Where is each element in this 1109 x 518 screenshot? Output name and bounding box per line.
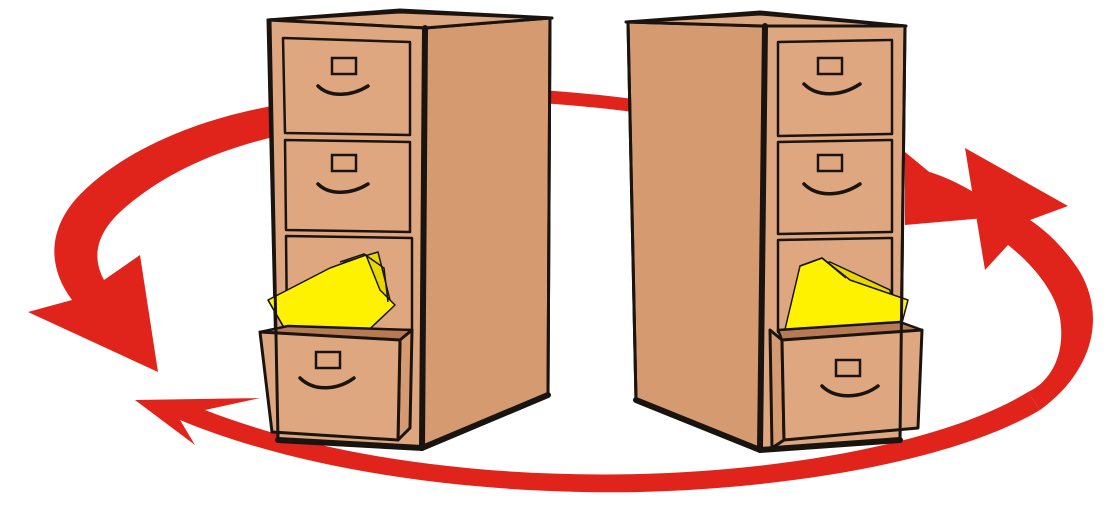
right-cabinet-side (628, 22, 765, 450)
right-filing-cabinet (626, 12, 922, 450)
left-filing-cabinet (260, 10, 552, 448)
left-cabinet-side (422, 18, 550, 448)
right-drawer-1 (778, 40, 892, 136)
left-drawer-1 (283, 38, 410, 135)
top-arc-segment (540, 90, 640, 113)
left-arrow-arc (28, 105, 278, 372)
right-arrow-arc (965, 148, 1093, 410)
sync-arrows (28, 90, 1093, 492)
